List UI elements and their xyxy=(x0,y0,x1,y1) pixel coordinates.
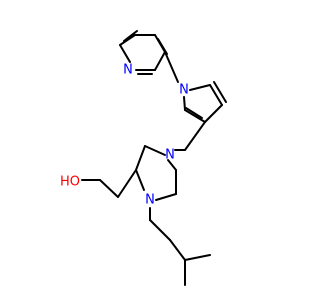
pyridine-nitrogen-label: N xyxy=(123,63,133,78)
bond xyxy=(184,121,206,151)
bond xyxy=(167,159,177,171)
molecule-diagram: N N N N HO xyxy=(59,30,227,286)
piperazine-ring xyxy=(135,145,177,201)
piperazine-n1-label: N xyxy=(145,193,155,208)
structure-drawing: N N N N HO xyxy=(60,30,227,286)
bond xyxy=(119,44,131,63)
bond xyxy=(184,254,211,261)
hydroxyethyl-chain xyxy=(81,169,137,198)
bond xyxy=(189,84,211,91)
bond xyxy=(135,169,145,191)
bond xyxy=(149,219,171,241)
piperazine-n4-label: N xyxy=(165,148,175,163)
bond xyxy=(123,30,138,42)
bond xyxy=(117,169,137,198)
isopentyl-chain xyxy=(149,207,211,286)
bond xyxy=(185,107,203,119)
bond xyxy=(184,109,206,123)
pyrrole-nitrogen-label: N xyxy=(179,83,189,98)
pyridine-ring xyxy=(119,30,168,75)
bond xyxy=(164,51,179,83)
bond xyxy=(209,84,223,106)
bond xyxy=(119,34,136,46)
bond xyxy=(183,96,186,111)
bond xyxy=(155,193,177,201)
bond xyxy=(144,145,166,156)
bond xyxy=(204,104,223,123)
hydroxyl-label: HO xyxy=(60,175,80,190)
bond xyxy=(135,145,146,171)
bond xyxy=(99,179,119,198)
bond xyxy=(169,239,186,261)
pyrrole-ring xyxy=(183,81,227,123)
bond xyxy=(213,81,227,103)
bond xyxy=(154,51,166,71)
